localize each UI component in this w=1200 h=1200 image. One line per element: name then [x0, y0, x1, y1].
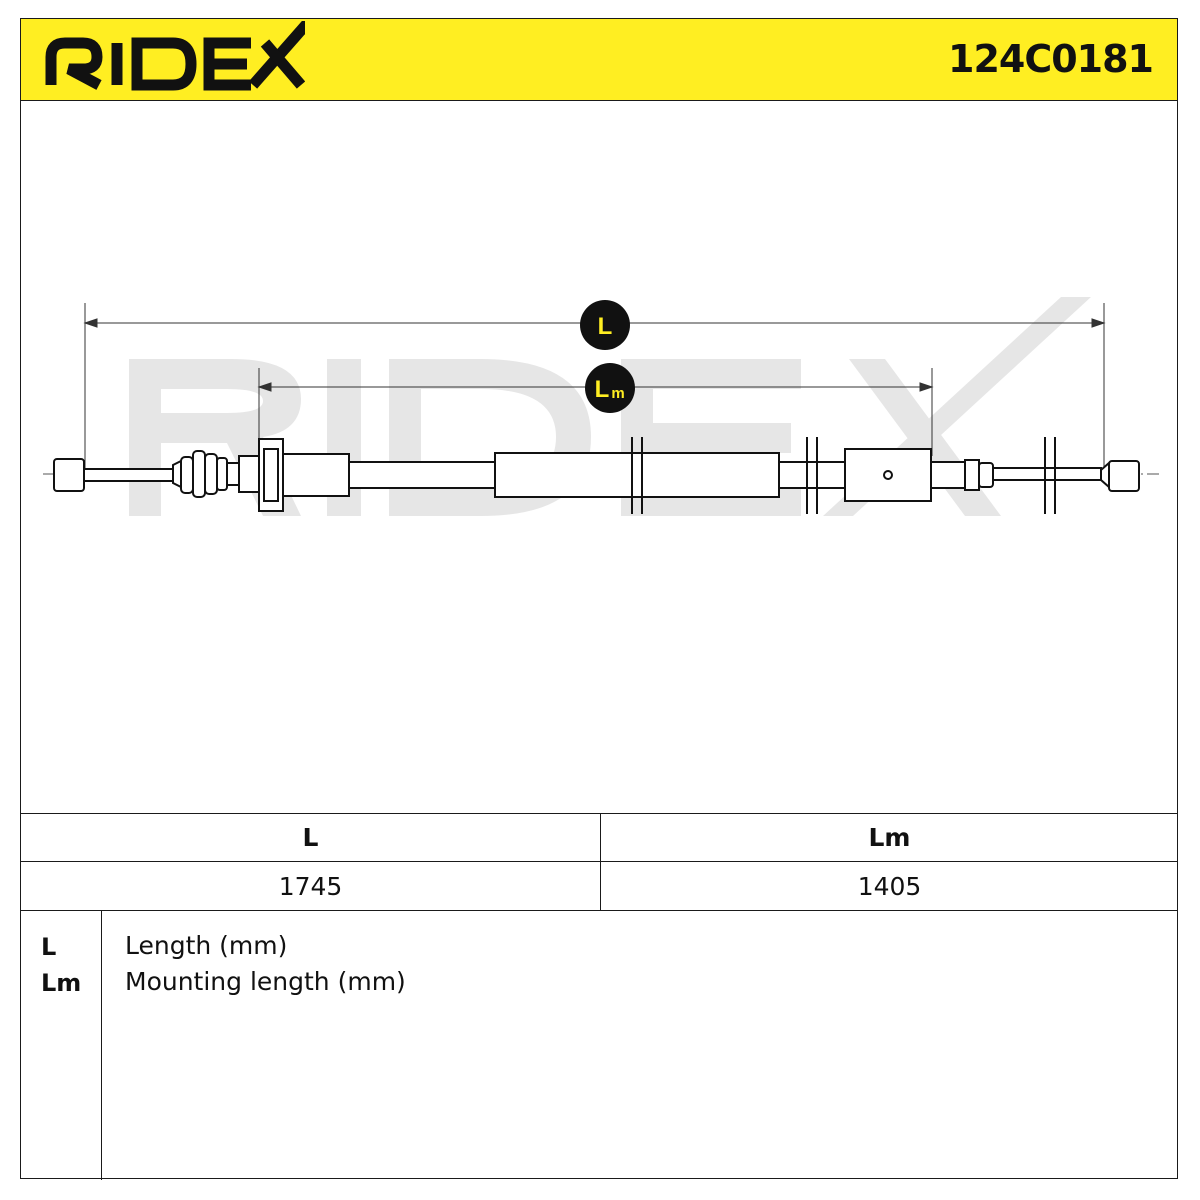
- value-cell-Lm: 1405: [857, 871, 922, 901]
- cable-diagram: L L m: [43, 297, 1159, 516]
- right-inner-wire: [992, 467, 1102, 481]
- left-clip-body: [238, 455, 260, 493]
- header-cell-Lm: Lm: [868, 823, 911, 852]
- legend-key-Lm: Lm: [41, 969, 82, 997]
- spec-table-header: L Lm: [21, 813, 1177, 862]
- svg-text:L: L: [598, 313, 613, 340]
- svg-text:m: m: [611, 385, 624, 402]
- legend-key-L: L: [41, 933, 57, 961]
- header-cell-L: L: [21, 814, 601, 861]
- legend-desc-L: Length (mm): [125, 931, 288, 960]
- outer-casing-1: [348, 461, 496, 489]
- dimension-badge-Lm: L m: [585, 363, 635, 413]
- product-sheet: 124C0181: [20, 18, 1178, 1180]
- left-inner-wire: [83, 468, 177, 482]
- outer-casing-3: [778, 461, 846, 489]
- svg-text:L: L: [595, 376, 610, 403]
- legend-keys-column: L Lm: [21, 911, 102, 1180]
- left-end-nipple: [53, 458, 85, 492]
- ridex-logo: [45, 21, 305, 91]
- support-brackets: [631, 437, 1056, 514]
- right-end-nipple: [1108, 460, 1140, 492]
- outer-casing-2: [494, 452, 780, 498]
- value-cell-L: 1745: [21, 862, 601, 910]
- legend: L Lm Length (mm) Mounting length (mm): [21, 911, 1177, 1180]
- spec-table-values: 1745 1405: [21, 862, 1177, 911]
- legend-desc-Lm: Mounting length (mm): [125, 967, 406, 996]
- header-bar: 124C0181: [21, 19, 1177, 101]
- adjuster-block: [844, 448, 932, 502]
- part-number: 124C0181: [948, 37, 1154, 81]
- cable-drawing: L L m: [21, 101, 1177, 813]
- cable-assembly: [53, 438, 1140, 512]
- left-sleeve: [282, 453, 350, 497]
- dimension-badge-L: L: [580, 300, 630, 350]
